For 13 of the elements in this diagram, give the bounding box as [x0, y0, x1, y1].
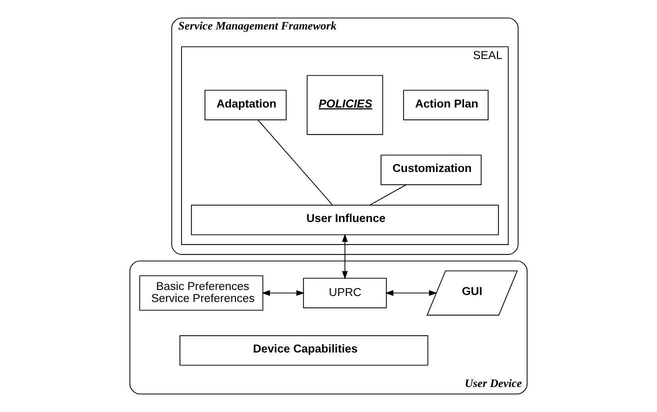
node-box: POLICIES: [306, 75, 384, 135]
node-box: Adaptation: [204, 90, 287, 120]
node-box: User Influence: [191, 204, 499, 236]
arrow: [262, 290, 305, 296]
node-box: Action Plan: [403, 90, 489, 120]
connector: [258, 120, 333, 206]
node-box: UPRC: [303, 278, 387, 308]
node-box: Basic Preferences Service Preferences: [139, 275, 264, 311]
node-box: Device Capabilities: [180, 335, 428, 366]
arrow: [385, 290, 438, 296]
node-box: Customization: [380, 154, 482, 186]
connector: [369, 184, 407, 206]
arrow: [342, 234, 348, 280]
